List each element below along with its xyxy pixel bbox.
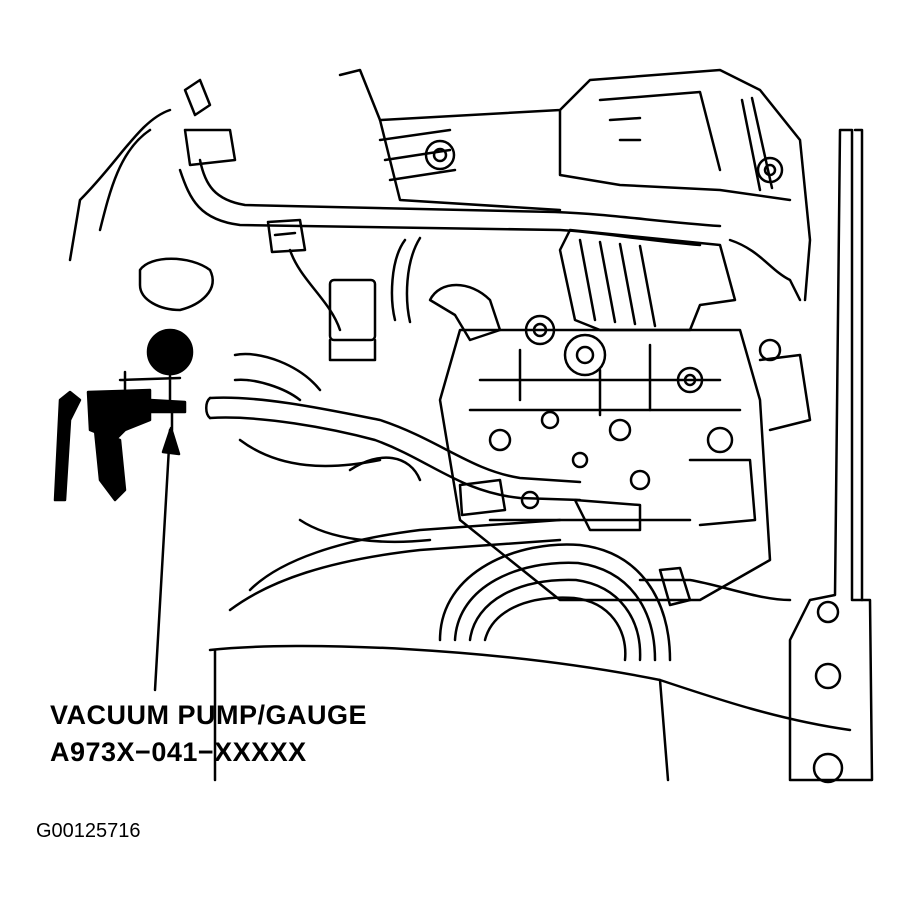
intake-duct [208,543,852,782]
solenoid-cluster [328,228,802,362]
pointer-arrow [153,426,181,692]
vacuum-hose [205,352,642,532]
valve-body [438,314,812,602]
vacuum-pump-tool [53,328,194,502]
frame-rail [788,128,874,784]
upper-hoses [68,78,722,332]
transmission-housing [338,68,812,302]
lower-pipes [228,438,792,612]
tool-name-label: VACUUM PUMP/GAUGE [50,700,368,730]
figure-id: G00125716 [36,820,141,842]
tool-number-label: A973X−041−XXXXX [50,737,307,767]
